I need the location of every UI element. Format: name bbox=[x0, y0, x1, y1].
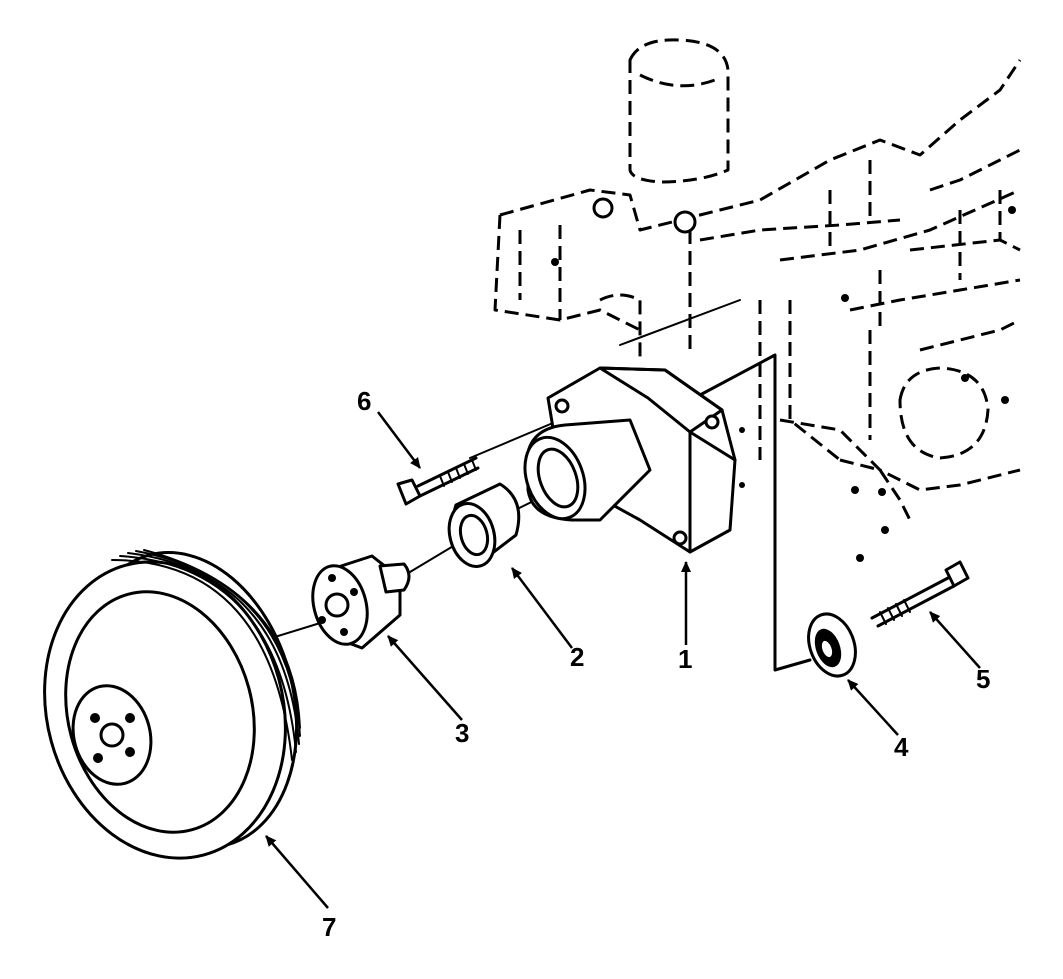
callout-7: 7 bbox=[322, 912, 336, 942]
engine-block-phantom bbox=[493, 38, 1022, 562]
callout-4: 4 bbox=[894, 732, 909, 762]
callout-1: 1 bbox=[678, 644, 692, 674]
water-pump-housing bbox=[523, 366, 737, 554]
callout-3: 3 bbox=[455, 718, 469, 748]
pump-hub bbox=[311, 554, 411, 650]
pulley bbox=[43, 549, 301, 860]
leader-lines bbox=[265, 411, 981, 909]
washer bbox=[807, 612, 857, 678]
bearing-sleeve bbox=[447, 482, 521, 568]
bolt-five bbox=[870, 560, 970, 628]
callout-5: 5 bbox=[976, 664, 990, 694]
callout-2: 2 bbox=[570, 642, 584, 672]
callout-labels: 1 2 3 4 5 6 7 bbox=[322, 386, 990, 942]
gasket-plate bbox=[698, 353, 812, 672]
bolt-six bbox=[396, 456, 480, 506]
callout-6: 6 bbox=[357, 386, 371, 416]
